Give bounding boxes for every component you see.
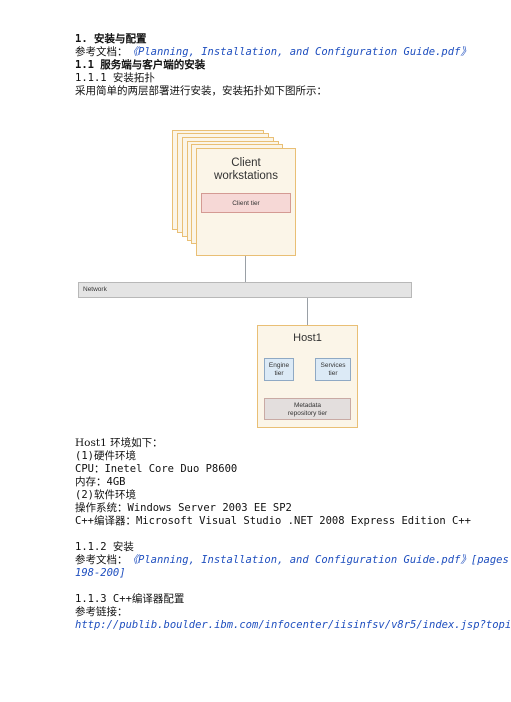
metadata-tier-label-1: Metadata xyxy=(293,402,322,409)
client-title-line-1: Client xyxy=(231,157,261,169)
engine-tier-label-2: tier xyxy=(274,370,284,377)
section-heading-1-1-3: 1.1.3 C++编译器配置 xyxy=(75,593,185,605)
memory-spec: 内存：4GB xyxy=(75,476,126,488)
reference-doc-link[interactable]: 《Planning, Installation, and Configurati… xyxy=(127,46,471,58)
client-workstations-box: Client workstations Client tier xyxy=(196,148,296,256)
section-heading-1: 1. 安装与配置 xyxy=(75,33,147,45)
software-heading: (2)软件环境 xyxy=(75,489,136,501)
metadata-tier-box: Metadata repository tier xyxy=(264,398,351,420)
client-title-line-2: workstations xyxy=(214,170,278,182)
topology-description: 采用简单的两层部署进行安装，安装拓扑如下图所示： xyxy=(75,85,327,97)
reference-prefix: 参考文档： xyxy=(75,46,128,58)
client-workstations-title: Client workstations xyxy=(197,157,295,183)
host1-box: Host1 Engine tier Services tier Metadata… xyxy=(257,325,358,428)
network-label: Network xyxy=(83,286,107,293)
install-reference-link[interactable]: 《Planning, Installation, and Configurati… xyxy=(127,554,509,566)
host-env-title: Host1 环境如下： xyxy=(75,437,163,449)
engine-tier-label-1: Engine xyxy=(268,362,290,369)
host1-title: Host1 xyxy=(293,332,322,344)
metadata-tier-label-2: repository tier xyxy=(287,410,328,417)
services-tier-box: Services tier xyxy=(315,358,351,381)
engine-tier-box: Engine tier xyxy=(264,358,294,381)
client-network-connector xyxy=(245,256,246,282)
section-heading-1-1-1: 1.1.1 安装拓扑 xyxy=(75,72,155,84)
cpu-spec: CPU：Inetel Core Duo P8600 xyxy=(75,463,238,475)
section-heading-1-1-2: 1.1.2 安装 xyxy=(75,541,134,553)
install-reference-line: 参考文档：《Planning, Installation, and Config… xyxy=(75,554,509,567)
install-reference-prefix: 参考文档： xyxy=(75,554,128,566)
section-heading-1-1: 1.1 服务端与客户端的安装 xyxy=(75,59,206,71)
services-tier-label-2: tier xyxy=(328,370,338,377)
hardware-heading: (1)硬件环境 xyxy=(75,450,136,462)
os-spec: 操作系统：Windows Server 2003 EE SP2 xyxy=(75,502,292,514)
network-host-connector xyxy=(307,298,308,325)
compiler-config-link[interactable]: http://publib.boulder.ibm.com/infocenter… xyxy=(75,619,511,631)
compiler-spec: C++编译器：Microsoft Visual Studio .NET 2008… xyxy=(75,515,472,527)
install-reference-pages[interactable]: 198-200] xyxy=(75,567,126,579)
reference-link-label: 参考链接： xyxy=(75,606,128,618)
network-bar: Network xyxy=(78,282,412,298)
client-tier-label: Client tier xyxy=(232,200,260,207)
services-tier-label-1: Services xyxy=(320,362,346,369)
client-tier-box: Client tier xyxy=(201,193,291,213)
reference-doc-line: 参考文档：《Planning, Installation, and Config… xyxy=(75,46,471,59)
